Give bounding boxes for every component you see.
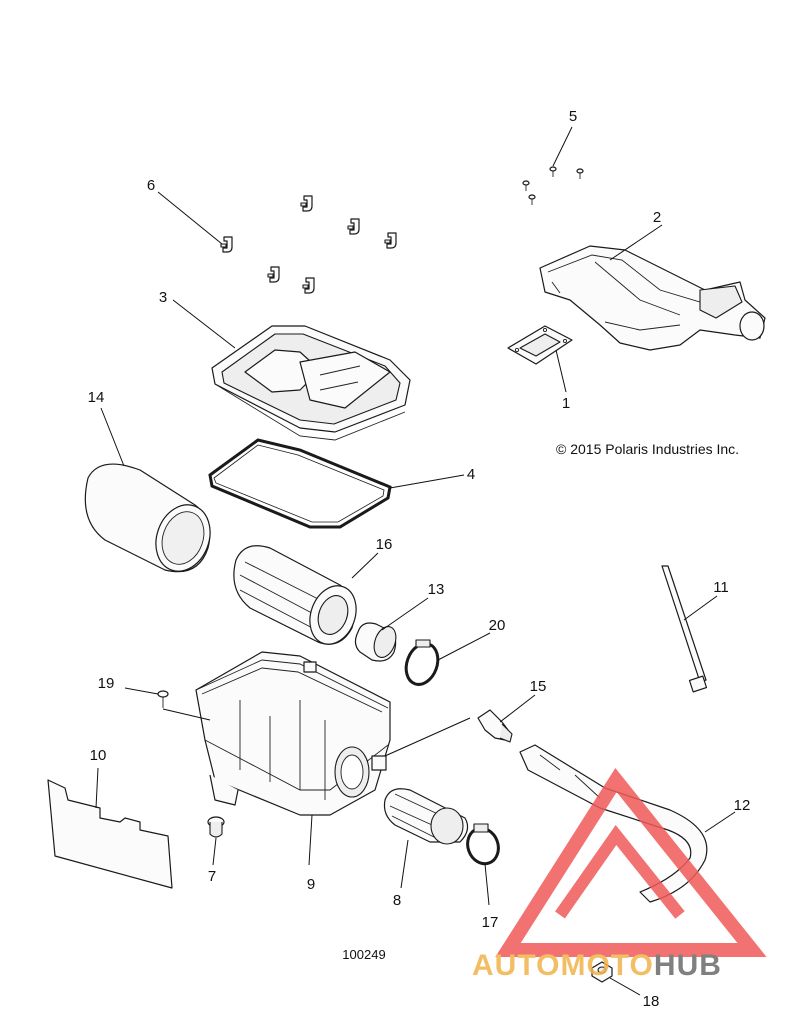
callout-11: 11 xyxy=(713,579,729,596)
seal-plate-part-1 xyxy=(507,325,573,365)
foam-sleeve-part-14 xyxy=(84,463,211,573)
callout-17: 17 xyxy=(482,914,499,931)
gasket-part-4 xyxy=(208,438,392,529)
leader-lines xyxy=(95,126,736,996)
intake-boot-part-8 xyxy=(383,788,469,845)
callout-16: 16 xyxy=(376,536,393,553)
grommet-part-7 xyxy=(207,816,225,838)
airbox-cover-part-3 xyxy=(211,325,411,441)
callout-14: 14 xyxy=(88,389,105,406)
callout-10: 10 xyxy=(90,747,107,764)
callout-4: 4 xyxy=(467,466,475,483)
callout-1: 1 xyxy=(562,395,570,412)
callout-7: 7 xyxy=(208,868,216,885)
callout-15: 15 xyxy=(530,678,547,695)
intake-duct-part-2 xyxy=(539,245,766,351)
breather-fitting-part-15 xyxy=(477,709,513,743)
screw-part-19 xyxy=(157,690,169,708)
callout-19: 19 xyxy=(98,675,115,692)
callout-18: 18 xyxy=(643,993,660,1010)
shield-panel-part-10 xyxy=(47,779,173,889)
screw-set-part-5 xyxy=(522,166,584,205)
callout-6: 6 xyxy=(147,177,155,194)
callout-8: 8 xyxy=(393,892,401,909)
callout-20: 20 xyxy=(489,617,506,634)
hose-clamp-part-20 xyxy=(404,639,440,686)
callout-3: 3 xyxy=(159,289,167,306)
callout-labels: 1 2 3 4 5 6 7 8 9 10 11 12 13 14 15 16 1… xyxy=(88,108,751,1010)
air-filter-part-16 xyxy=(233,545,357,645)
callout-5: 5 xyxy=(569,108,577,125)
watermark-auto: AUTOMOTOHUB xyxy=(472,949,722,982)
clamp-set-part-6 xyxy=(220,195,397,294)
callout-12: 12 xyxy=(734,797,751,814)
watermark-triangle-icon xyxy=(495,767,767,957)
coupler-sleeve-part-13 xyxy=(354,622,397,662)
tie-strap-part-11 xyxy=(661,565,708,693)
drawing-number: 100249 xyxy=(342,947,385,962)
callout-13: 13 xyxy=(428,581,445,598)
hose-clamp-part-17 xyxy=(466,823,500,866)
callout-9: 9 xyxy=(307,876,315,893)
airbox-housing-part-9 xyxy=(195,651,391,816)
nut-part-18 xyxy=(591,961,613,983)
watermark-logo: AUTOMOTOHUB xyxy=(472,767,767,982)
breather-hose-part-12 xyxy=(519,744,708,903)
callout-2: 2 xyxy=(653,209,661,226)
copyright-notice: © 2015 Polaris Industries Inc. xyxy=(556,441,739,457)
